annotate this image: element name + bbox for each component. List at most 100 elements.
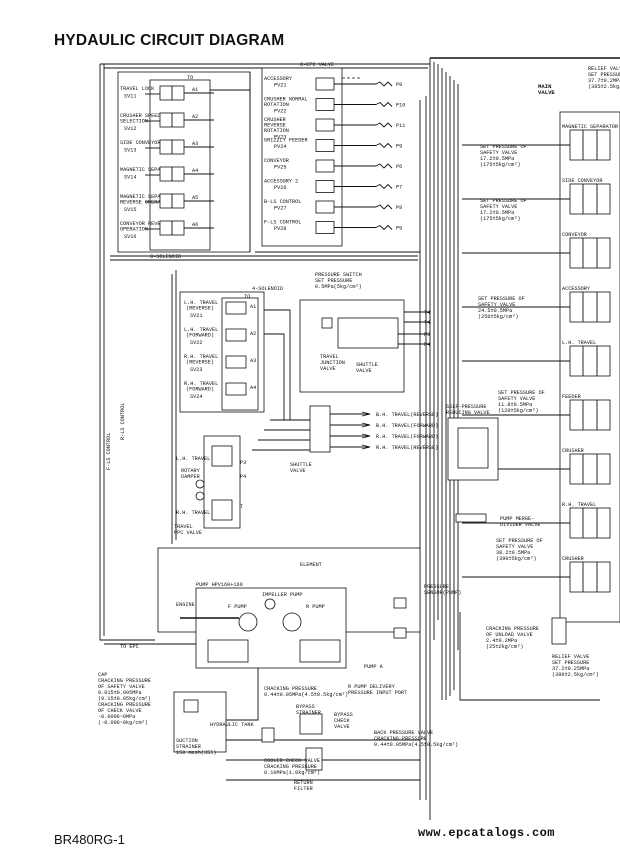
main-valve-spool [569, 129, 611, 161]
solenoid-4-to-label: TO [244, 294, 250, 300]
epc-valve-symbol [315, 180, 335, 193]
solenoid-8-port: A1 [192, 87, 198, 93]
watermark-url[interactable]: www.epcatalogs.com [418, 826, 555, 840]
lh-travel-label: L.H. TRAVEL [176, 456, 210, 462]
epc-valve-code: PV22 [274, 109, 286, 115]
pressure-sensor-symbol-a [393, 597, 407, 609]
travel-port-label: B.H. TRAVEL(FORWARD) [376, 423, 438, 429]
epc-valve-name: ACCESSORY 2 [264, 179, 298, 185]
solenoid-8-name: TRAVEL LOCK [120, 86, 155, 92]
solenoid-8-code: SV16 [124, 234, 136, 240]
r-pump-label: R PUMP [306, 604, 325, 610]
shuttle-valve-lower-group: B.H. TRAVEL(REVERSE)B.H. TRAVEL(FORWARD)… [252, 405, 438, 474]
epc-valve-symbol [315, 159, 335, 173]
epc-valve-code: PV27 [274, 206, 286, 212]
svg-text:T4: T4 [424, 310, 430, 316]
r-ls-control-label: R-LS CONTROL [120, 403, 126, 440]
r-pump-regulator [299, 639, 341, 663]
rh-travel-label: R.H. TRAVEL [176, 510, 210, 516]
main-valve-section-label: R.H. TRAVEL [562, 502, 596, 508]
solenoid-8-code: SV11 [124, 94, 136, 100]
solenoid-4-label: 4-SOLENOID [252, 286, 283, 292]
solenoid-4-port: A1 [250, 304, 256, 310]
solenoid-8-port: A3 [192, 141, 198, 147]
pump-merge-label: PUMP MERGE-DIVIDER VALVE [500, 516, 540, 528]
solenoid-8-code: SV13 [124, 148, 136, 154]
epc-valve-frame [261, 67, 343, 247]
epc-valve-code: PV21 [274, 83, 286, 89]
epc-valve-name: GRIZZLY FEEDER [264, 138, 308, 144]
main-valve-spool [569, 507, 611, 539]
svg-text:P4: P4 [240, 474, 246, 480]
return-filter-symbol [305, 747, 323, 771]
solenoid-8-item: TRAVEL LOCK SV11 A1 [120, 85, 214, 101]
epc-valve-symbol [315, 98, 335, 111]
svg-text:P3: P3 [424, 332, 430, 338]
solenoid-4-name: R.H. TRAVEL(REVERSE) [184, 354, 218, 366]
solenoid-8-port: A6 [192, 222, 198, 228]
main-valve-section-label: FEEDER [562, 394, 581, 400]
main-valve-section: L.H. TRAVEL [462, 340, 611, 377]
main-valve-section: FEEDER [462, 394, 611, 431]
solenoid-valve-symbol [225, 328, 247, 342]
hydraulic-tank-symbol [173, 691, 227, 753]
solenoid-8-code: SV14 [124, 175, 136, 181]
f-pump-symbol [238, 612, 258, 632]
epc-valve-label: 8-EPC VALVE [300, 62, 334, 68]
solenoid-8-port: A5 [192, 195, 198, 201]
main-valve-section-label: CONVEYOR [562, 232, 587, 238]
epc-valve-port: P6 [396, 164, 402, 170]
engine-label: ENGINE [176, 602, 195, 608]
lh-travel-valve [211, 445, 233, 467]
solenoid-4-code: SV21 [190, 313, 202, 319]
travel-port-label: R.H. TRAVEL(REVERSE) [376, 445, 438, 451]
pump-merge-divider-valve [455, 513, 487, 523]
main-valve-spool [569, 561, 611, 593]
epc-valve-code: PV25 [274, 165, 286, 171]
epc-valve-port: P11 [396, 123, 405, 129]
cooler-check-symbol [261, 727, 275, 743]
main-valve-section-label: ACCESSORY [562, 286, 591, 292]
solenoid-4-code: SV22 [190, 340, 202, 346]
rotary-damper-symbol-a [195, 479, 205, 489]
main-valve-section-label: MAGNETIC SEPARATOR [562, 124, 618, 130]
solenoid-4-block: TO 4-SOLENOID L.H. TRAVEL(REVERSE)SV21A1… [171, 270, 291, 544]
epc-valve-code: PV28 [274, 226, 286, 232]
epc-valve-name: B-LS CONTROL [264, 199, 301, 205]
epc-valve-code: PV23 [274, 135, 286, 141]
rotary-damper-symbol-b [195, 491, 205, 501]
rh-travel-valve [211, 499, 233, 521]
main-valve-section: SIDE CONVEYOR [462, 178, 611, 215]
tank-breather [183, 699, 199, 713]
solenoid-4-name: L.H. TRAVEL(FORWARD) [184, 327, 218, 339]
solenoid-8-label: 8-SOLENOID [150, 254, 181, 260]
